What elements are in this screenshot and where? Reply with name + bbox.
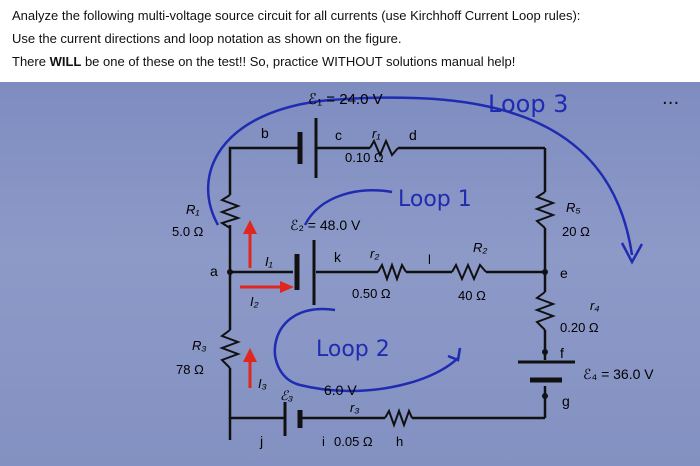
instruction-line-3: There WILL be one of these on the test!!… [12, 54, 515, 69]
label-e1: ℰ₁ = 24.0 V [308, 91, 383, 108]
problem-statement: Analyze the following multi-voltage sour… [0, 0, 700, 82]
label-R5-value: 20 Ω [562, 224, 590, 239]
label-loop2: Loop 2 [316, 337, 390, 362]
label-e3-value: 6.0 V [324, 382, 357, 398]
node-c: c [335, 127, 342, 143]
node-g: g [562, 393, 570, 409]
label-I3: I₃ [258, 376, 267, 391]
label-R1-value: 5.0 Ω [172, 224, 204, 239]
label-r4-value: 0.20 Ω [560, 320, 599, 335]
node-d: d [409, 127, 417, 143]
label-r3-value: 0.05 Ω [334, 434, 373, 449]
loop-2-path [273, 307, 462, 393]
resistor-R1 [219, 194, 242, 229]
node-f: f [560, 345, 564, 361]
label-e2: ℰ₂ = 48.0 V [290, 217, 361, 233]
instruction-line-3-end: be one of these on the test!! So, practi… [81, 54, 516, 69]
current-arrows [240, 220, 294, 388]
label-loop1: Loop 1 [398, 187, 472, 212]
instruction-line-1: Analyze the following multi-voltage sour… [12, 8, 581, 23]
instruction-line-3-start: There [12, 54, 50, 69]
resistor-R5 [534, 191, 556, 229]
label-dots: ... [662, 88, 679, 109]
label-r2: r₂ [370, 246, 379, 261]
label-R2: R₂ [473, 240, 487, 255]
node-j: j [259, 433, 263, 449]
battery-e4 [518, 360, 575, 383]
label-e3: ℰ₃ [280, 388, 293, 403]
circuit-nodes [227, 269, 548, 399]
instruction-line-2: Use the current directions and loop nota… [12, 31, 402, 46]
label-R5: R₅ [566, 200, 581, 215]
node-l: l [428, 252, 431, 267]
label-R2-value: 40 Ω [458, 288, 486, 303]
node-h: h [396, 434, 403, 449]
loop-3-path [206, 96, 644, 265]
label-R3-value: 78 Ω [176, 362, 204, 377]
resistor-R3 [219, 329, 241, 369]
resistor-r1-internal [369, 138, 399, 158]
circuit-photo-background [0, 82, 700, 466]
resistor-r2-internal [377, 262, 407, 282]
battery-e3 [283, 402, 303, 436]
battery-e2 [294, 240, 316, 305]
label-r4: r₄ [590, 298, 600, 313]
resistor-r3-internal [384, 408, 413, 428]
circuit-labels: ℰ₁ = 24.0 V 0.10 Ω r₁ b c d ℰ₂ = 48.0 V … [172, 88, 679, 449]
label-r1-value: 0.10 Ω [345, 150, 384, 165]
label-I1: I₁ [265, 254, 273, 269]
label-r3: r₃ [350, 400, 359, 415]
instruction-emphasis: WILL [49, 54, 82, 69]
label-r1: r₁ [372, 126, 380, 141]
loop-1-arrow [303, 189, 393, 226]
resistor-R2 [451, 262, 487, 282]
resistor-r4-internal [534, 291, 556, 331]
node-a: a [210, 263, 218, 279]
battery-e1 [297, 118, 318, 178]
node-i: i [322, 434, 325, 449]
label-R1: R₁ [186, 202, 200, 217]
label-e4: ℰ₄ = 36.0 V [583, 366, 654, 382]
label-R3: R₃ [192, 338, 207, 353]
label-r2-value: 0.50 Ω [352, 286, 391, 301]
node-k: k [334, 249, 342, 265]
label-loop3: Loop 3 [488, 90, 568, 118]
circuit-wires [228, 146, 547, 440]
label-I2: I₂ [250, 294, 259, 309]
node-e: e [560, 265, 568, 281]
node-b: b [261, 125, 269, 141]
